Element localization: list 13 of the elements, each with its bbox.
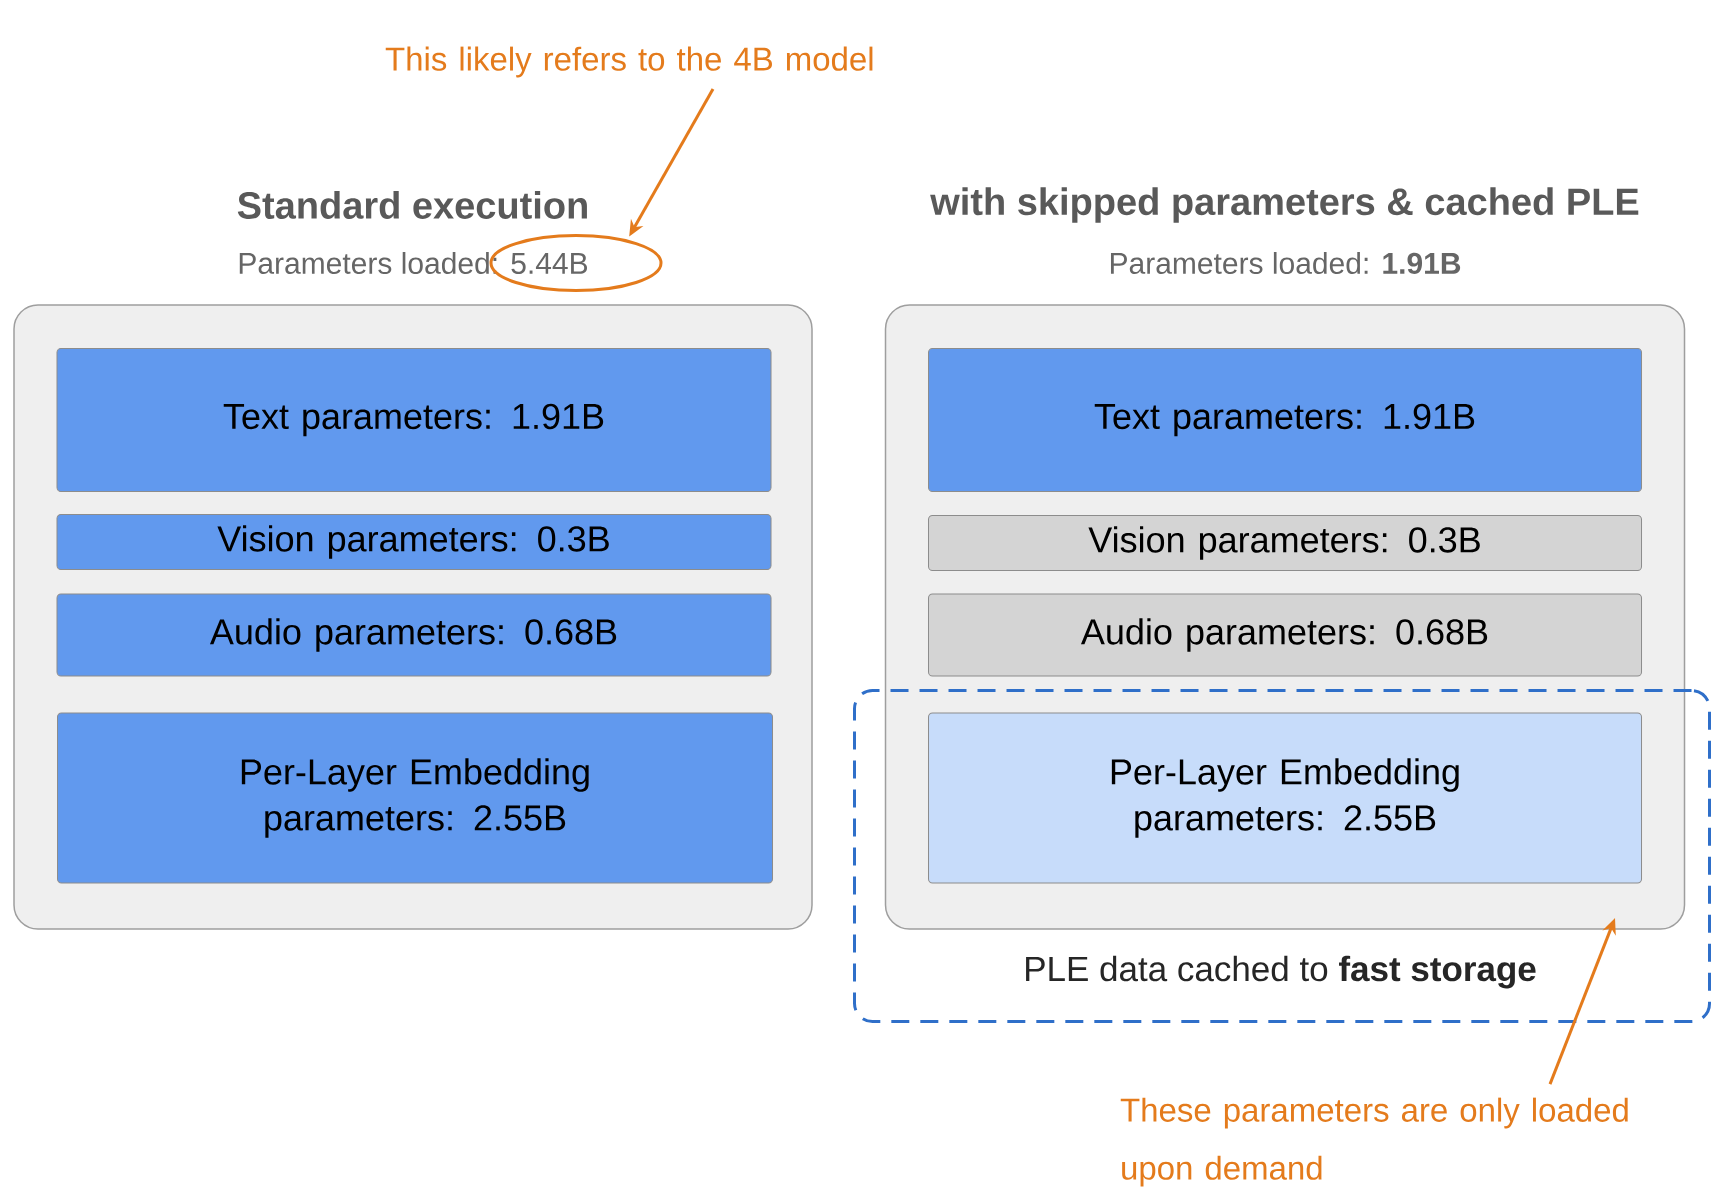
parameter-box: Per-Layer Embedding parameters: 2.55B (928, 712, 1642, 884)
heading: with skipped parameters & cached PLE (930, 187, 1639, 223)
heading: Standard execution (237, 191, 587, 219)
subheading: Parameters loaded: 1.91B (1111, 252, 1461, 275)
parameter-box: Text parameters: 1.91B (56, 348, 772, 492)
parameter-box: Audio parameters: 0.68B (928, 593, 1642, 677)
parameter-box: Audio parameters: 0.68B (56, 593, 772, 677)
annotation: This likely refers to the 4B model (385, 46, 873, 78)
parameter-box: Text parameters: 1.91B (928, 348, 1642, 492)
annotation: These parameters are only loaded upon demand (1120, 1097, 1628, 1187)
parameter-box: Vision parameters: 0.3B (56, 514, 772, 570)
parameter-box: Vision parameters: 0.3B (928, 515, 1642, 571)
parameter-box: Per-Layer Embedding parameters: 2.55B (57, 712, 773, 884)
